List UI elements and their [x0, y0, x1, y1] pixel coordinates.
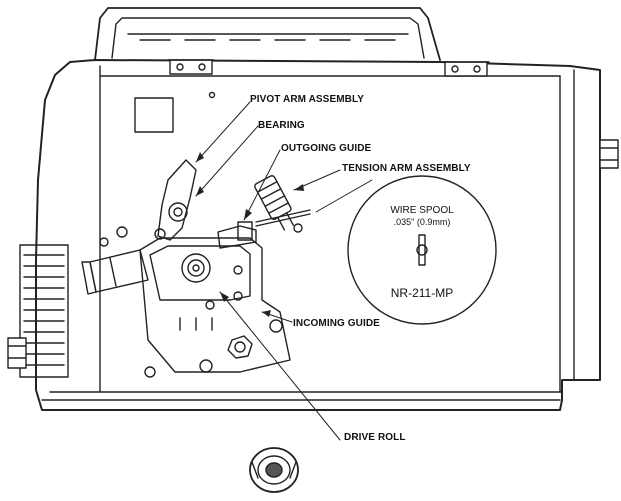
label-pivot-arm-assembly: PIVOT ARM ASSEMBLY	[250, 94, 365, 105]
top-latch-left	[167, 59, 215, 75]
label-outgoing-guide: OUTGOING GUIDE	[281, 143, 372, 154]
front-panel-window	[134, 97, 174, 133]
label-tension-arm-assembly: TENSION ARM ASSEMBLY	[342, 163, 471, 174]
spool-title: WIRE SPOOL	[390, 205, 454, 216]
front-connector	[7, 337, 27, 369]
label-incoming-guide: INCOMING GUIDE	[293, 318, 380, 329]
wire-feeder-mechanism	[81, 159, 311, 378]
carry-handle	[94, 7, 441, 61]
leader-arrows	[196, 152, 304, 317]
spool-wire-size: .035" (0.9mm)	[393, 217, 451, 227]
drive-roll-part	[249, 447, 299, 493]
top-latch-right	[442, 61, 490, 77]
spool-shaft	[599, 139, 619, 169]
machine-housing	[35, 59, 601, 411]
label-drive-roll: DRIVE ROLL	[344, 432, 406, 443]
side-vents	[19, 244, 69, 378]
label-bearing: BEARING	[258, 120, 305, 131]
wire-spool	[347, 175, 497, 325]
spool-model: NR-211-MP	[390, 286, 454, 300]
